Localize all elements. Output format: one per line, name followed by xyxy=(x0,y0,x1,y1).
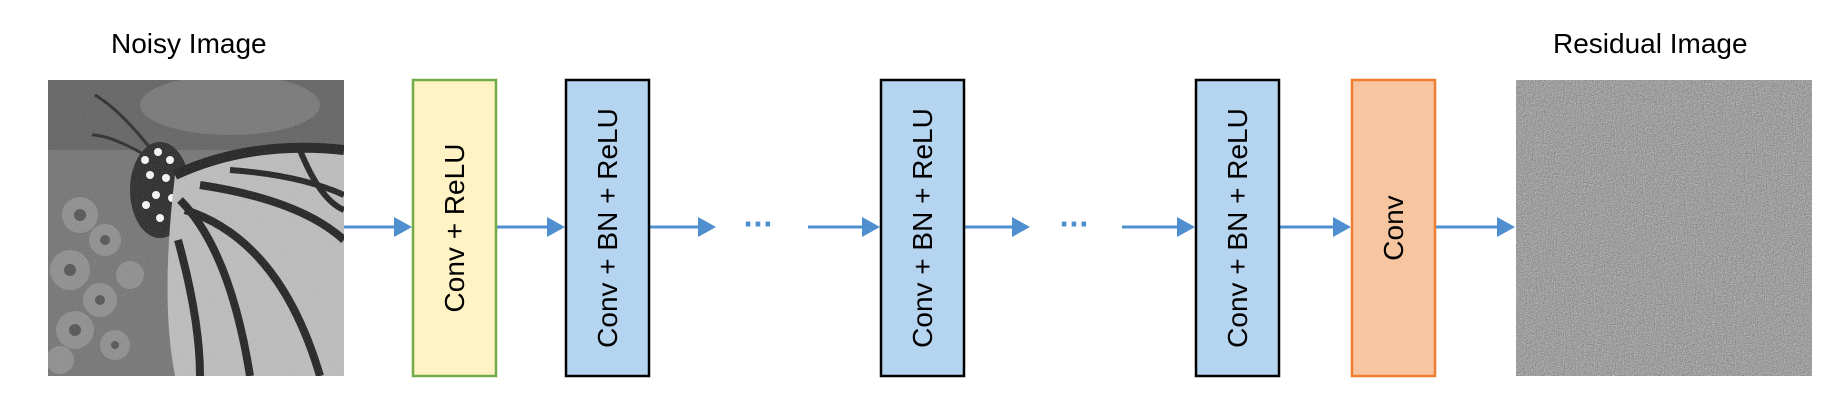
blocks-layer: Conv + ReLU Conv + BN + ReLU Conv + BN + R… xyxy=(411,78,1437,378)
layer-block-5: Conv xyxy=(1350,78,1437,378)
arrow-block-2-to-ellipsis-1 xyxy=(649,217,716,237)
layer-block-box xyxy=(879,78,966,378)
layer-block-3: Conv + BN + ReLU xyxy=(879,78,966,378)
layer-block-1: Conv + ReLU xyxy=(411,78,498,378)
ellipsis-layer: ··· ··· xyxy=(743,210,1089,240)
layer-block-label: Conv + BN + ReLU xyxy=(592,108,623,348)
ellipsis-1: ··· xyxy=(743,210,773,240)
arrow-ellipsis-2-to-block-4 xyxy=(1122,217,1195,237)
layer-block-label: Conv + BN + ReLU xyxy=(907,108,938,348)
layer-block-label: Conv + ReLU xyxy=(439,144,470,313)
arrow-input-to-block-1 xyxy=(344,217,412,237)
arrow-ellipsis-1-to-block-3 xyxy=(808,217,880,237)
arrow-block-1-to-block-2 xyxy=(496,217,565,237)
layer-block-box xyxy=(1194,78,1281,378)
arrow-block-5-to-output xyxy=(1435,217,1515,237)
layer-block-label: Conv + BN + ReLU xyxy=(1222,108,1253,348)
arrow-block-3-to-ellipsis-2 xyxy=(964,217,1030,237)
layer-block-4: Conv + BN + ReLU xyxy=(1194,78,1281,378)
layer-block-label: Conv xyxy=(1378,195,1409,260)
arrows-layer xyxy=(344,217,1515,237)
layer-block-box xyxy=(411,78,498,378)
noisy-image-title: Noisy Image xyxy=(111,28,267,59)
residual-image-title: Residual Image xyxy=(1553,28,1748,59)
layer-block-2: Conv + BN + ReLU xyxy=(564,78,651,378)
noisy-image xyxy=(48,80,344,376)
ellipsis-2: ··· xyxy=(1059,210,1089,240)
layer-block-box xyxy=(1350,78,1437,378)
residual-image xyxy=(1516,80,1812,376)
arrow-block-4-to-block-5 xyxy=(1279,217,1351,237)
layer-block-box xyxy=(564,78,651,378)
